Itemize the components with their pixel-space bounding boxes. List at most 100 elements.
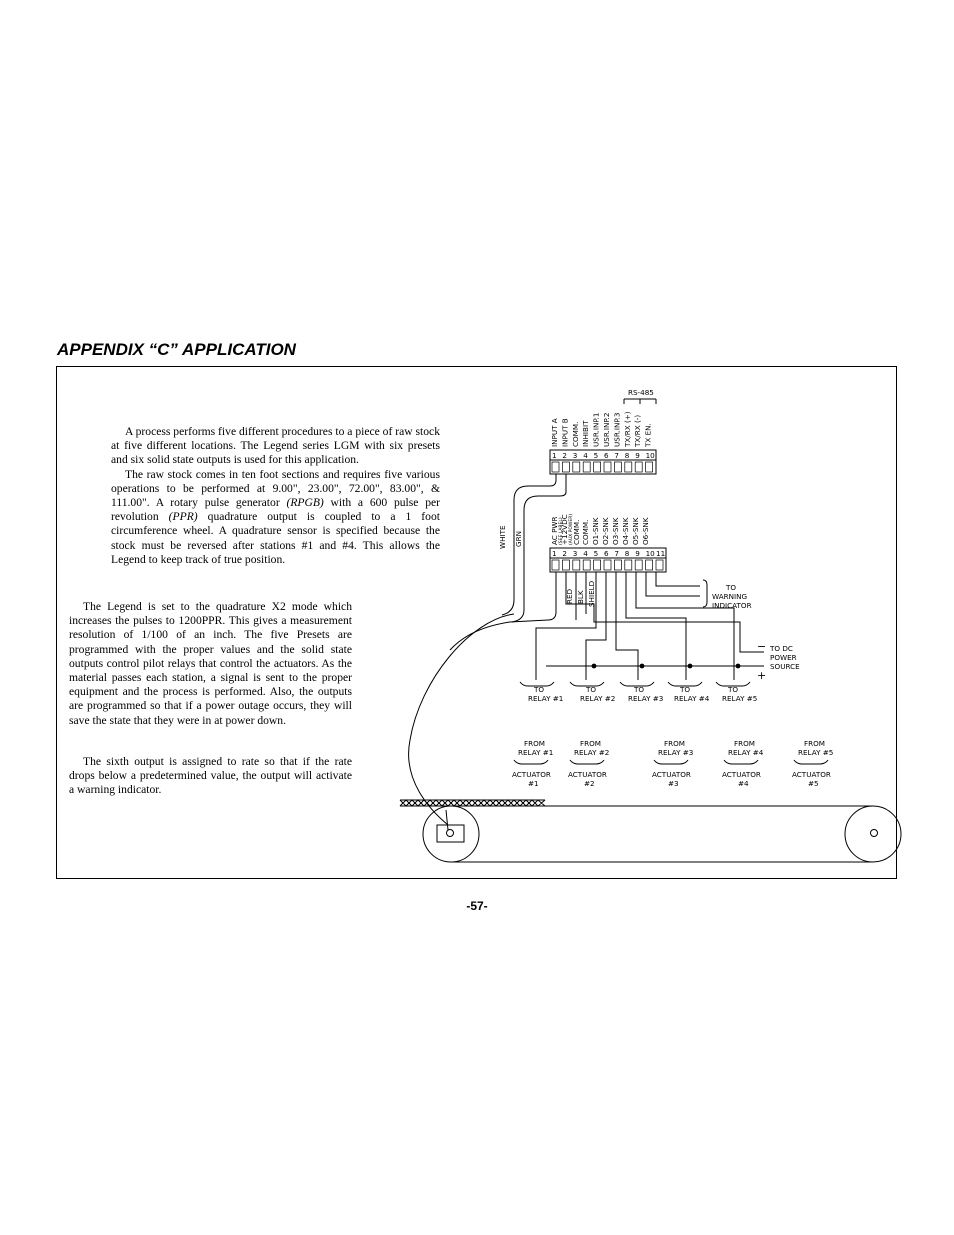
relay-to-label: TO [679,685,690,694]
bottom-terminal-label: (SEE LABEL) [558,517,564,545]
bottom-screw [655,559,664,571]
blk-wire-label: BLK [576,590,585,604]
bottom-screw [582,559,591,571]
top-pin-number: 4 [583,451,588,460]
figure-frame [56,366,897,879]
actuator-relay-label: RELAY #5 [798,748,833,757]
relay-to-label: TO [727,685,738,694]
actuator-from-label: FROM [664,739,685,748]
relay-5-line [635,572,735,680]
actuator-number: #1 [528,779,539,788]
top-screw [593,461,601,473]
relay-2-line [585,572,607,680]
top-screw [572,461,581,473]
actuator-number: #2 [584,779,595,788]
top-screw [582,461,591,473]
top-screw [603,461,612,473]
relay-to-label: TO [633,685,644,694]
top-pin-number: 5 [594,451,599,460]
bottom-screw [614,559,622,571]
rs485-label: RS-485 [628,388,654,397]
relay-3-line [615,572,639,680]
relay-bracket-2 [569,681,605,687]
actuator-number: #4 [738,779,749,788]
top-pin-number: 8 [625,451,630,460]
bottom-screw [645,559,653,571]
bottom-screw [572,559,581,571]
paragraph-3: The Legend is set to the quadrature X2 m… [69,600,352,727]
relay-to-label: TO [585,685,596,694]
para2-part-a: The raw stock comes in ten foot sections… [111,467,440,510]
warning-label-2: WARNING [712,592,747,601]
actuator-bracket-4 [723,759,759,765]
bottom-terminal-label: COMM. [572,520,581,545]
dc-minus-rail [565,572,764,653]
top-pin-number: 1 [552,451,557,460]
actuator-relay-label: RELAY #2 [574,748,609,757]
dc-minus-sign: − [757,640,766,653]
top-pin-number: 9 [635,451,640,460]
top-terminal-label: INPUT A [550,418,559,447]
dc-power-label-2: POWER [770,653,797,662]
encoder-cable [408,613,515,826]
top-terminal-label: USR.INP.3 [612,413,621,447]
bottom-pin-number: 6 [604,549,609,558]
green-wire-label: GRN [514,531,523,547]
bottom-screw [562,559,570,571]
relay-label: RELAY #4 [674,694,710,703]
relay-1-line [535,572,597,680]
dc-plus-sign: + [757,669,766,682]
actuator-number: #5 [808,779,819,788]
warning-line [645,572,700,597]
top-screw [614,461,622,473]
rate-text: The sixth output is assigned to rate so … [69,755,352,798]
top-screw [645,461,653,473]
top-screw [551,461,560,473]
bottom-pin-number: 5 [594,549,599,558]
top-terminal-block [549,449,657,475]
rs485-bracket [623,398,657,404]
actuator-name: ACTUATOR [568,770,607,779]
bottom-screw [624,559,633,571]
actuator-bracket-5 [793,759,829,765]
relay-label: RELAY #1 [528,694,563,703]
shield-wire-label: SHIELD [587,580,596,607]
top-terminal-label: TX/RX (-) [633,415,642,448]
top-screw [562,461,570,473]
top-pin-number: 10 [646,451,656,460]
actuator-name: ACTUATOR [512,770,551,779]
page-number: -57- [466,899,488,913]
page-title: APPENDIX “C” APPLICATION [57,340,296,359]
top-pin-number: 7 [614,451,619,460]
bottom-terminal-label: O2-SNK [601,517,610,545]
paragraph-1: A process performs five different proced… [111,425,440,467]
relay-bracket-1 [519,681,555,687]
intro-text: A process performs five different proced… [111,425,440,567]
top-terminal-label: USR.INP.1 [592,413,601,447]
top-terminal-label: TX/RX (+) [623,411,632,448]
top-screw [624,461,633,473]
top-terminal-label: COMM. [571,422,580,447]
red-wire-label: RED [565,588,574,604]
bottom-pin-number: 8 [625,549,630,558]
top-terminal-label: INPUT B [560,418,569,447]
red-wire [449,572,557,651]
bottom-terminal-label: COMM. [581,520,590,545]
paragraph-2: The raw stock comes in ten foot sections… [111,468,440,567]
top-terminal-label: TX EN. [644,423,653,448]
dc-power-label-1: TO DC [769,644,793,653]
actuator-bracket-1 [513,759,549,765]
warning-label-3: INDICATOR [712,601,752,610]
relay-to-label: TO [533,685,544,694]
relay-bracket-5 [715,681,751,687]
relay-bracket-3 [619,681,655,687]
actuator-from-label: FROM [734,739,755,748]
bottom-terminal-block [549,547,667,573]
bottom-terminal-label: O1-SNK [591,517,600,545]
conveyor [422,805,902,863]
actuator-relay-label: RELAY #3 [658,748,693,757]
bottom-pin-number: 11 [656,549,665,558]
actuator-relay-label: RELAY #1 [518,748,553,757]
warning-label-1: TO [725,583,736,592]
